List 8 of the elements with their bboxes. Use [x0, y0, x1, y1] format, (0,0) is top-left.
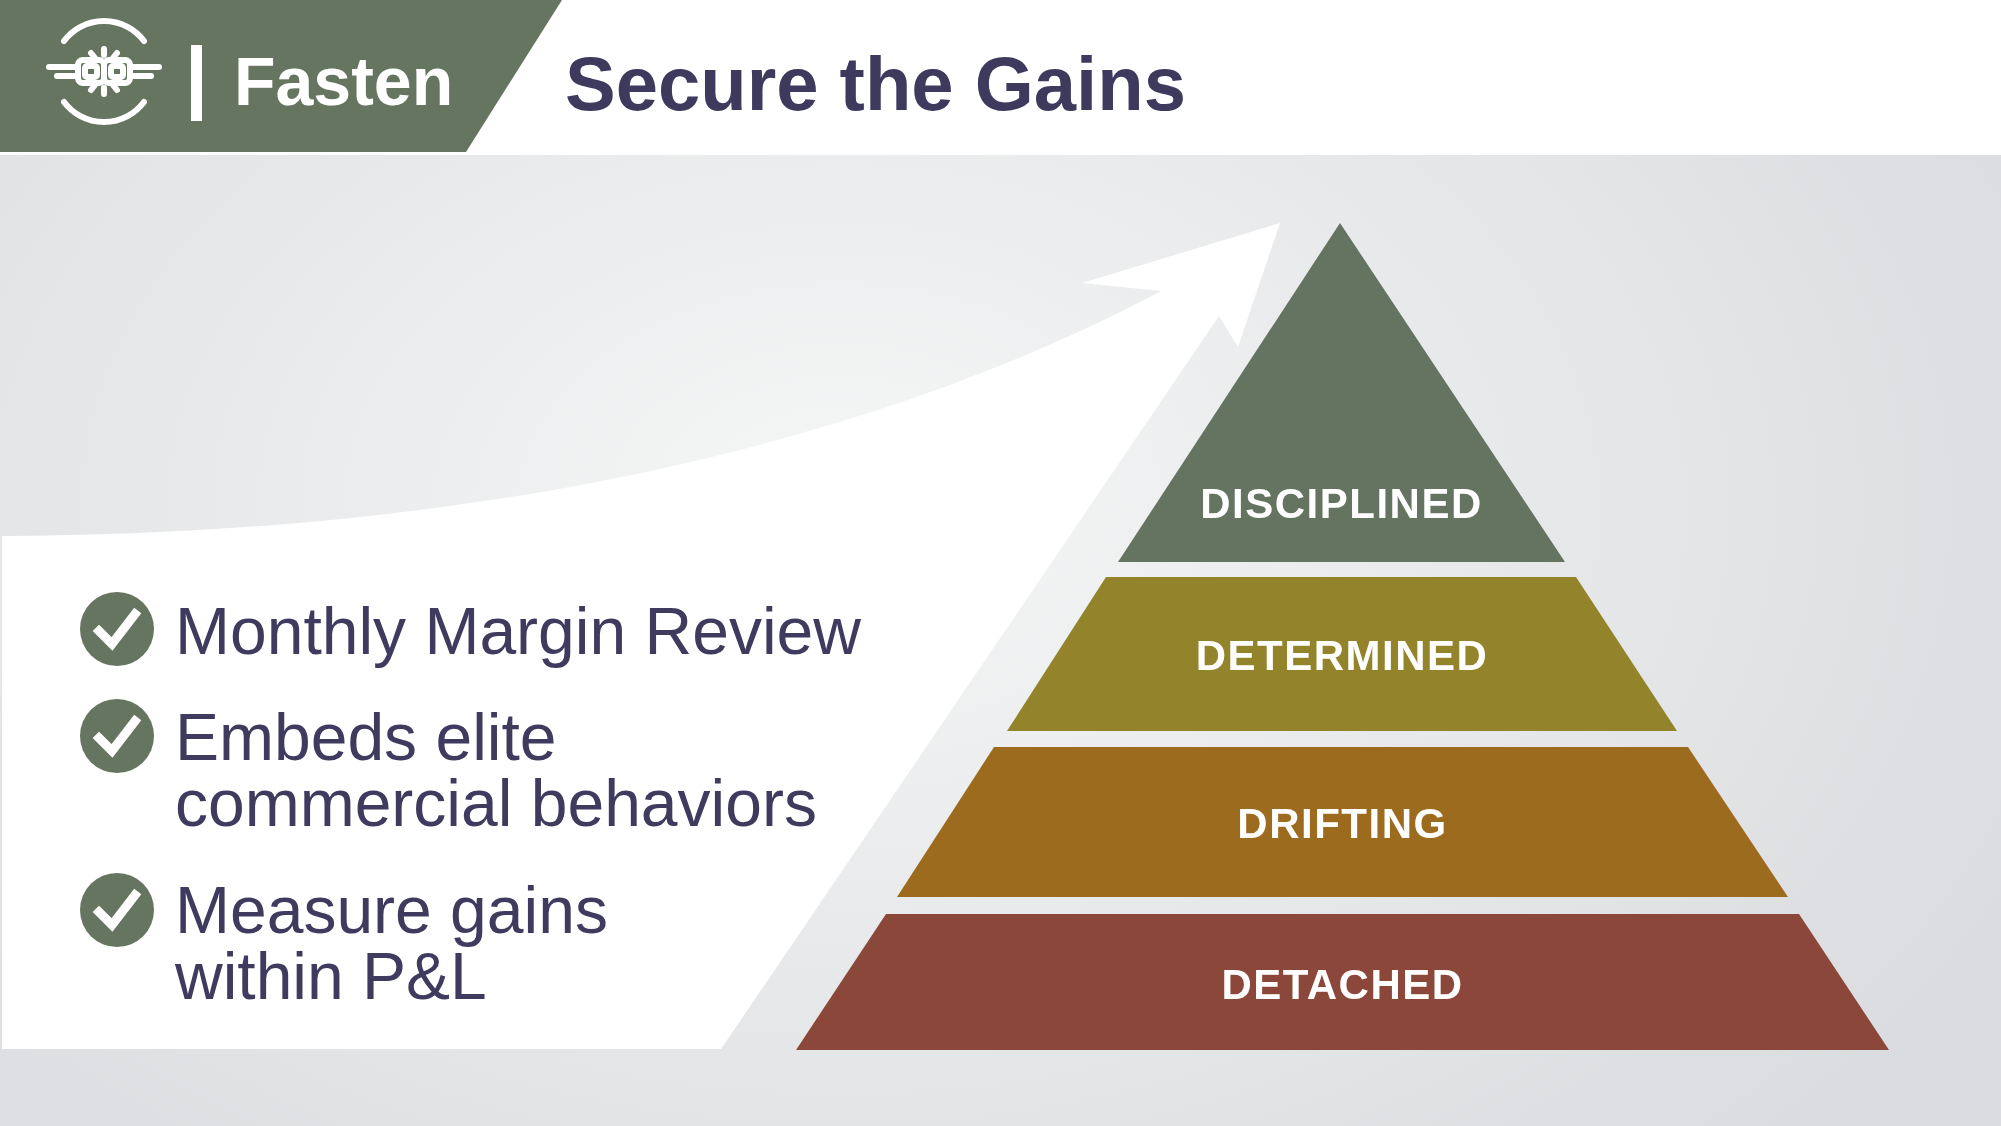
checklist-item: Embeds elite commercial behaviors: [175, 704, 818, 836]
tier-label: DETERMINED: [1195, 635, 1489, 677]
section-label: Fasten: [234, 47, 454, 115]
page-title: Secure the Gains: [565, 46, 1186, 122]
tier-label: DETACHED: [1221, 964, 1464, 1006]
tier-label: DRIFTING: [1237, 803, 1448, 845]
checklist-item: Measure gains within P&L: [175, 877, 609, 1009]
tier-label: DISCIPLINED: [1200, 483, 1483, 525]
